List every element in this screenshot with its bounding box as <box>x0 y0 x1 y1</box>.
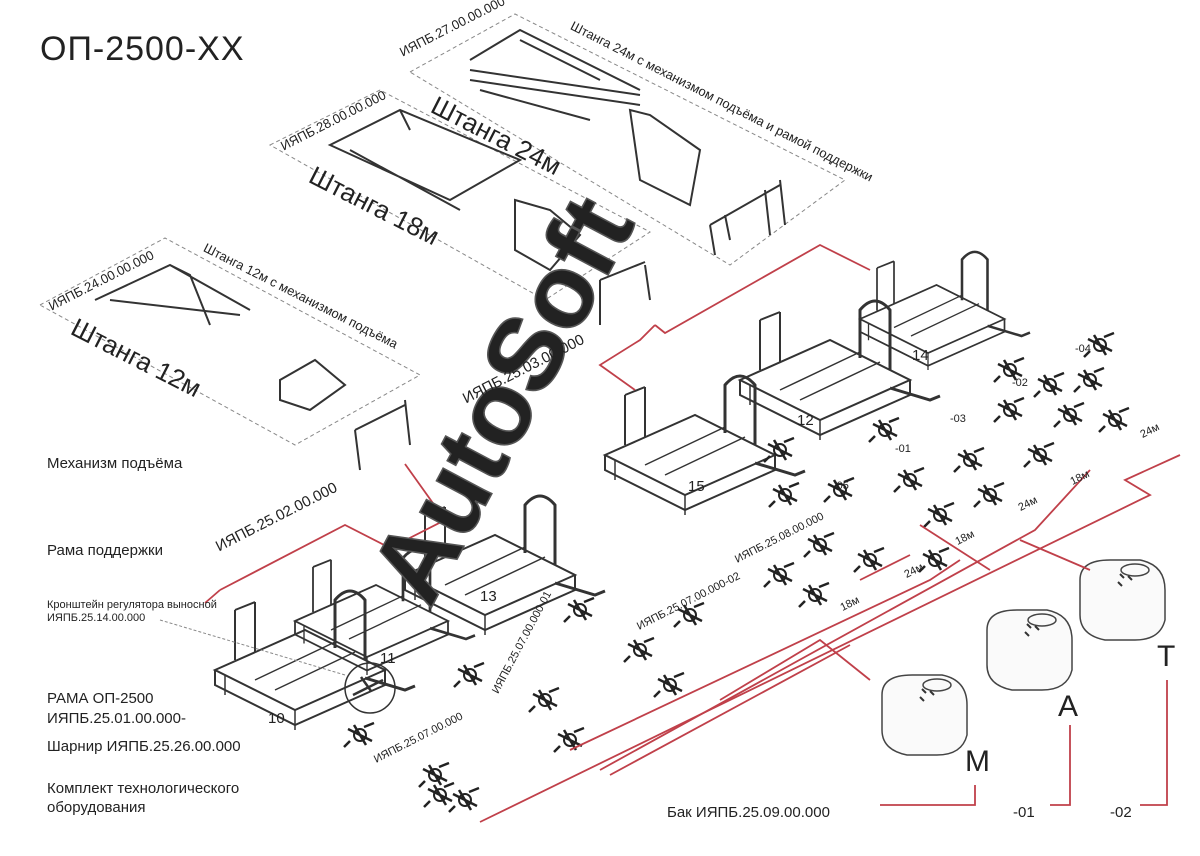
boom-24-dashed-box <box>409 13 846 266</box>
tank-letter-a: A <box>1058 690 1079 723</box>
kit-label-line2: оборудования <box>47 799 146 816</box>
frame-number-15: 15 <box>688 478 705 495</box>
frame-number-10: 10 <box>268 710 285 727</box>
bracket-label-line1: Кронштейн регулятора выносной <box>47 599 217 611</box>
frame-number-11: 11 <box>380 650 396 667</box>
boom-12-drawing <box>94 263 411 471</box>
tank-t-drawing <box>1079 559 1166 641</box>
bracket-label-line2: ИЯПБ.25.14.00.000 <box>47 612 146 624</box>
kit-label-line1: Комплект технологического <box>47 780 240 797</box>
hinge-detail-circle <box>344 662 396 714</box>
tank-label: Бак ИЯПБ.25.09.00.000 <box>667 804 830 821</box>
frame-12-drawing <box>738 299 942 442</box>
tank-m-drawing <box>881 674 968 756</box>
tank-suffix-01: -01 <box>1013 804 1035 821</box>
frame-label-line2: ИЯПБ.25.01.00.000- <box>47 710 186 727</box>
variant-05: -05 <box>833 480 849 492</box>
tank-letter-m: M <box>965 745 990 778</box>
diagram-title: ОП-2500-ХХ <box>40 30 245 68</box>
support-frame-label: Рама поддержки <box>47 542 163 559</box>
hinge-label: Шарнир ИЯПБ.25.26.00.000 <box>47 738 241 755</box>
boom-18-drawing <box>327 108 651 325</box>
tank-a-drawing <box>986 609 1073 691</box>
frame-number-14: 14 <box>912 347 929 364</box>
frame-number-13: 13 <box>480 588 497 605</box>
boom-12-dashed-box <box>38 237 422 446</box>
frame-label-line1: РАМА ОП-2500 <box>47 690 154 707</box>
variant-01: -01 <box>895 443 911 455</box>
tank-suffix-02: -02 <box>1110 804 1132 821</box>
lift-mechanism-label: Механизм подъёма <box>47 455 183 472</box>
tank-letter-t: T <box>1157 640 1176 673</box>
boom-24-drawing <box>469 28 786 256</box>
variant-02: -02 <box>1012 377 1028 389</box>
variant-04: -04 <box>1075 343 1091 355</box>
boom-18-dashed-box <box>268 89 651 301</box>
bracket-leader-line <box>159 619 346 676</box>
frame-number-12: 12 <box>797 412 814 429</box>
connector-lines <box>204 243 1181 823</box>
hinge-drawing <box>352 676 384 697</box>
watermark: AutoSoft <box>348 179 656 621</box>
frame-14-drawing <box>858 250 1032 372</box>
variant-03: -03 <box>950 413 966 425</box>
